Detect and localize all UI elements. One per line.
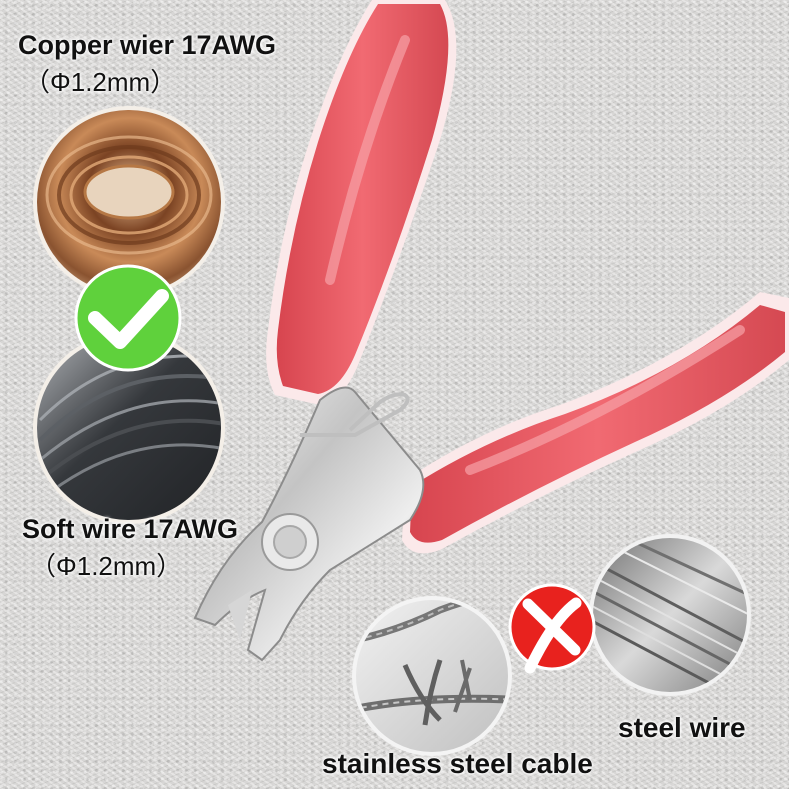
copper-wire-label: Copper wier 17AWG [18, 30, 277, 60]
soft-wire-label: Soft wire 17AWG [22, 514, 239, 544]
copper-wire-diameter: （Φ1.2mm） [24, 67, 177, 97]
cross-icon [508, 583, 596, 674]
steel-wire-photo [589, 534, 751, 696]
stainless-steel-cable-photo [352, 596, 512, 756]
soft-wire-photo [33, 332, 225, 524]
stainless-steel-cable-label: stainless steel cable [322, 748, 593, 779]
pliers-image [193, 0, 789, 662]
soft-wire-diameter: （Φ1.2mm） [30, 551, 183, 581]
check-icon [74, 264, 182, 372]
copper-wire-photo [33, 106, 225, 298]
steel-wire-label: steel wire [618, 712, 746, 743]
